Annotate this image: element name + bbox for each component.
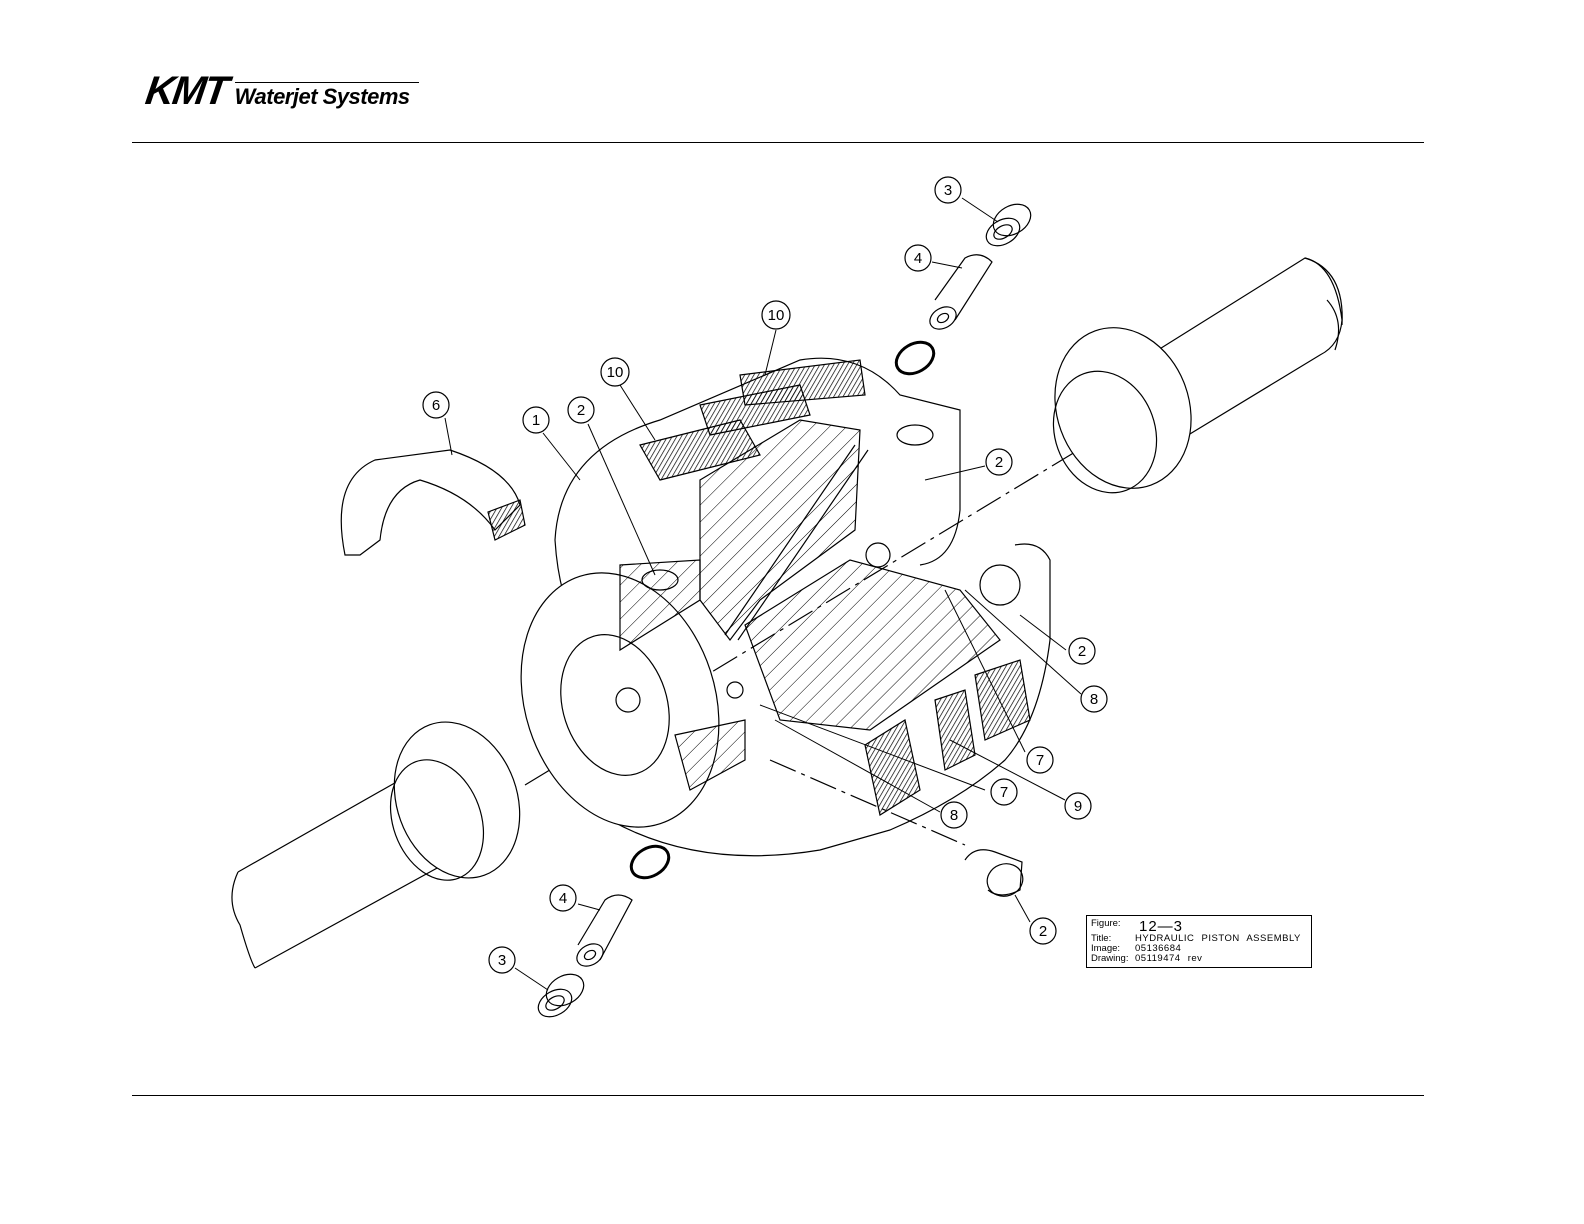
callout-label: 2 [995, 454, 1003, 471]
piston-body [489, 358, 1050, 856]
callout-2-lower: 2 [1030, 918, 1056, 944]
tb-title-row: Title: HYDRAULIC PISTON ASSEMBLY [1091, 934, 1307, 944]
piston-rod-upper [1033, 258, 1342, 508]
dowel-pin-part-2 [965, 850, 1027, 901]
piston-rod-lower [232, 704, 541, 968]
callout-label: 10 [768, 307, 785, 324]
tb-figure-row: Figure: 12—3 [1091, 919, 1307, 934]
drawing-label: Drawing: [1091, 954, 1135, 964]
callout-label: 4 [559, 890, 567, 907]
setscrew-part-3-lower [533, 968, 589, 1023]
callout-9: 9 [1065, 793, 1091, 819]
callout-label: 1 [532, 412, 540, 429]
plug-part-4-upper [926, 255, 992, 334]
callout-label: 9 [1074, 798, 1082, 815]
callout-6: 6 [423, 392, 449, 418]
callout-label: 2 [577, 402, 585, 419]
tb-drawing-row: Drawing: 05119474 rev [1091, 954, 1307, 964]
callout-label: 4 [914, 250, 922, 267]
callout-label: 8 [1090, 691, 1098, 708]
callout-label: 7 [1000, 784, 1008, 801]
callout-label: 3 [498, 952, 506, 969]
figure-value: 12—3 [1139, 919, 1183, 934]
half-ring-part-6 [341, 450, 525, 555]
callout-2-right: 2 [1069, 638, 1095, 664]
callout-label: 7 [1036, 752, 1044, 769]
title-block: Figure: 12—3 Title: HYDRAULIC PISTON ASS… [1086, 915, 1312, 968]
callout-7-lower: 7 [991, 779, 1017, 805]
callout-10-upper: 10 [762, 301, 790, 329]
callout-label: 8 [950, 807, 958, 824]
callout-8-lower: 8 [941, 802, 967, 828]
callout-7-right: 7 [1027, 747, 1053, 773]
callout-8-right: 8 [1081, 686, 1107, 712]
o-ring-upper [891, 336, 940, 380]
setscrew-part-3-upper [981, 198, 1036, 252]
callout-3-upper: 3 [935, 177, 961, 203]
callout-1: 1 [523, 407, 549, 433]
plug-part-4-lower [573, 895, 632, 971]
callout-4-upper: 4 [905, 245, 931, 271]
figure-label: Figure: [1091, 919, 1135, 934]
callout-label: 3 [944, 182, 952, 199]
callout-label: 2 [1078, 643, 1086, 660]
callout-label: 10 [607, 364, 624, 381]
callout-label: 2 [1039, 923, 1047, 940]
center-axis-lower [770, 760, 965, 845]
callout-2-left: 2 [568, 397, 594, 423]
callout-4-lower: 4 [550, 885, 576, 911]
callout-3-lower: 3 [489, 947, 515, 973]
callout-2-upper-right: 2 [986, 449, 1012, 475]
drawing-value: 05119474 rev [1135, 954, 1202, 964]
o-ring-lower [626, 840, 675, 884]
callout-10-lower: 10 [601, 358, 629, 386]
callout-label: 6 [432, 397, 440, 414]
